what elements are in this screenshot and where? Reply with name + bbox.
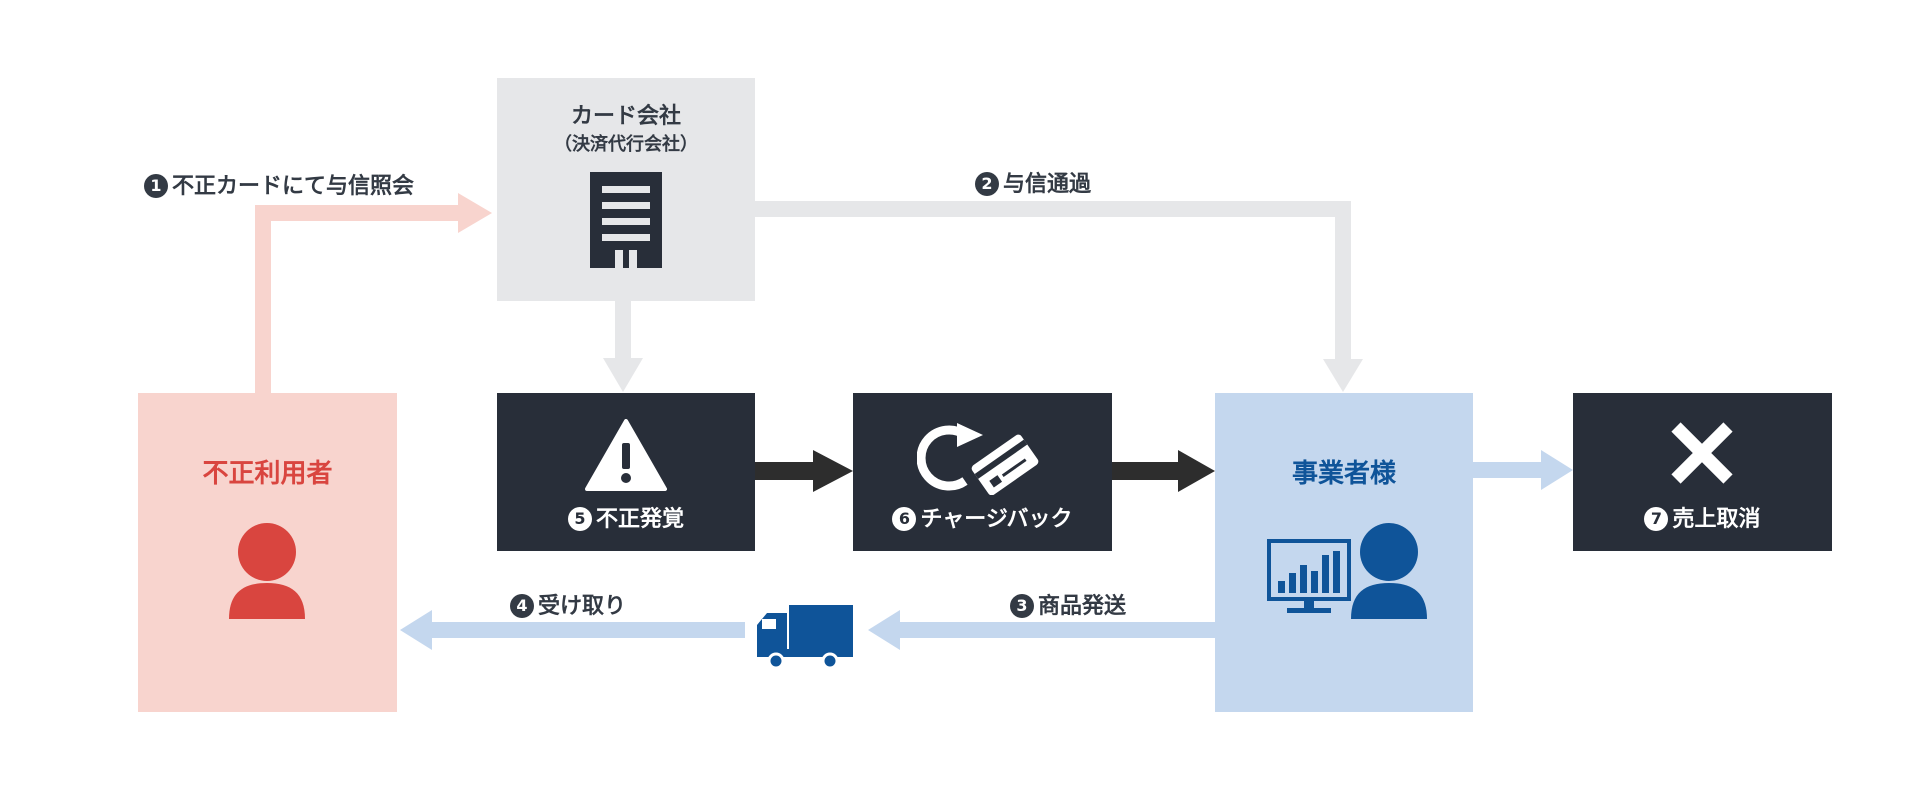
- fraud-user-title: 不正利用者: [202, 459, 333, 489]
- cross-icon: [1671, 422, 1733, 484]
- card-return-icon: [917, 423, 1039, 495]
- card-company-subtitle: （決済代行会社）: [554, 134, 698, 155]
- arrow-detect-to-chargeback: [755, 450, 853, 492]
- step3-text: 商品発送: [1038, 594, 1127, 619]
- step4-text: 受け取り: [538, 594, 627, 619]
- arrow-card-to-detect: [603, 300, 643, 392]
- step7-number: 7: [1644, 507, 1669, 531]
- step1-text: 不正カードにて与信照会: [172, 174, 415, 199]
- monitor-person-icon: [1267, 523, 1427, 619]
- step4-number: 4: [510, 594, 534, 618]
- arrow-step3: [868, 610, 1216, 650]
- step1-number: 1: [144, 174, 168, 198]
- card-company-box: カード会社 （決済代行会社）: [497, 78, 755, 301]
- fraud-user-box: 不正利用者: [138, 393, 397, 712]
- step2-number: 2: [975, 172, 999, 196]
- step6-number: 6: [892, 507, 917, 531]
- step5-number: 5: [567, 507, 592, 531]
- building-icon: [590, 172, 662, 268]
- truck-icon: [757, 605, 853, 669]
- merchant-box: 事業者様: [1215, 393, 1473, 712]
- warning-icon: [585, 419, 667, 491]
- arrow-step2: [755, 201, 1363, 392]
- step3-number: 3: [1010, 594, 1034, 618]
- merchant-title: 事業者様: [1291, 459, 1396, 489]
- chargeback-text: チャージバック: [920, 507, 1073, 532]
- person-icon: [229, 523, 305, 619]
- arrow-merchant-to-cancel: [1473, 450, 1573, 490]
- step2-text: 与信通過: [1003, 172, 1092, 197]
- cancel-text: 売上取消: [1672, 507, 1761, 532]
- fraud-detect-text: 不正発覚: [595, 507, 684, 532]
- arrow-step1: [255, 193, 492, 395]
- card-company-title: カード会社: [570, 104, 681, 129]
- arrow-step4: [400, 610, 745, 650]
- arrow-chargeback-to-merchant: [1112, 450, 1215, 492]
